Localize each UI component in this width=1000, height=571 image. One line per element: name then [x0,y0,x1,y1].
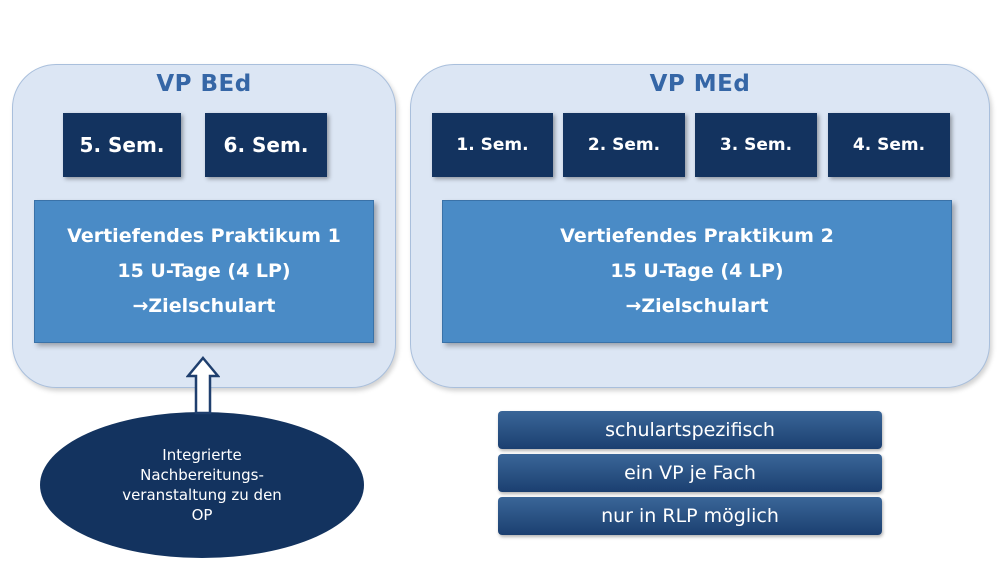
practicum-2-days: 15 U-Tage (4 LP) [610,260,784,282]
semester-box-4: 4. Sem. [828,113,950,177]
tag-schulartspezifisch: schulartspezifisch [498,411,882,449]
practicum-1-title: Vertiefendes Praktikum 1 [67,225,341,247]
semester-box-2: 2. Sem. [563,113,685,177]
practicum-2-title: Vertiefendes Praktikum 2 [560,225,834,247]
panel-title-vp-bed: VP BEd [156,71,252,97]
tag-ein-vp-je-fach: ein VP je Fach [498,454,882,492]
tag-nur-in-rlp: nur in RLP möglich [498,497,882,535]
follow-up-event-ellipse: Integrierte Nachbereitungs-veranstaltung… [40,412,364,558]
semester-box-6: 6. Sem. [205,113,327,177]
follow-up-event-text: Integrierte Nachbereitungs-veranstaltung… [122,446,282,524]
practicum-2-target: →Zielschulart [625,295,769,317]
arrow-up-icon [186,356,220,415]
semester-box-1: 1. Sem. [432,113,553,177]
semester-box-3: 3. Sem. [695,113,817,177]
practicum-1-target: →Zielschulart [132,295,276,317]
practicum-box-1: Vertiefendes Praktikum 1 15 U-Tage (4 LP… [34,200,374,343]
semester-box-5: 5. Sem. [63,113,181,177]
practicum-box-2: Vertiefendes Praktikum 2 15 U-Tage (4 LP… [442,200,952,343]
practicum-1-days: 15 U-Tage (4 LP) [117,260,291,282]
panel-title-vp-med: VP MEd [649,71,751,97]
